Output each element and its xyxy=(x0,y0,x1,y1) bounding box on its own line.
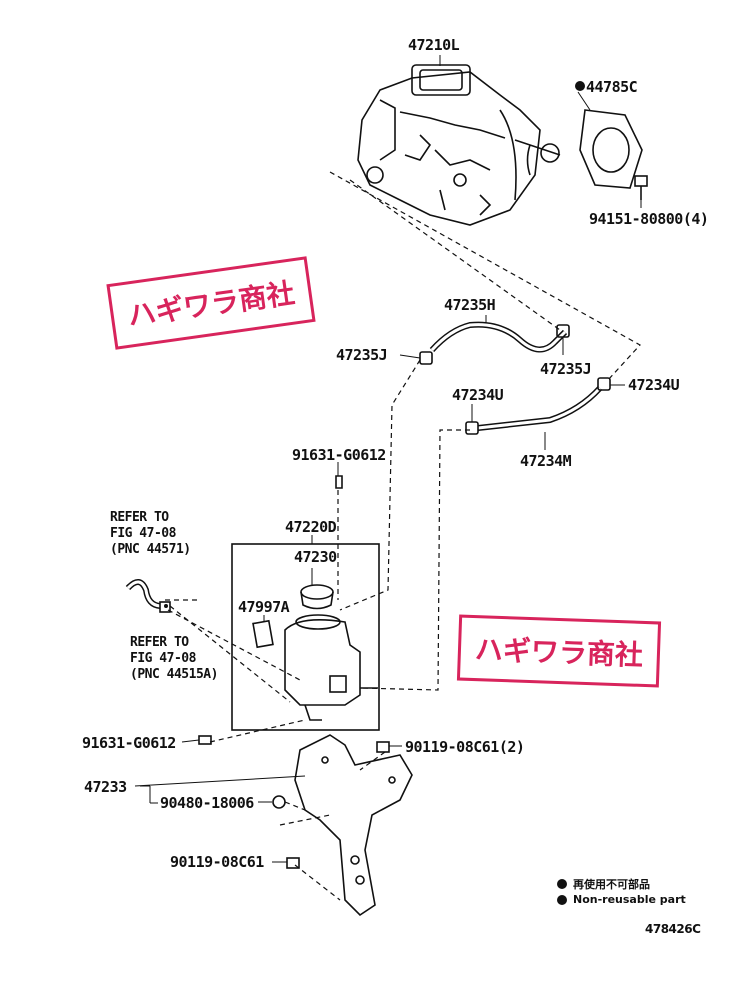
refer-note-1-line2: FIG 47-08 xyxy=(110,526,176,541)
label-47210L: 47210L xyxy=(408,36,460,54)
refer-note-2-line1: REFER TO xyxy=(130,635,189,650)
booster-bolt xyxy=(634,175,648,200)
label-47233: 47233 xyxy=(84,778,127,796)
non-reusable-marker-icon xyxy=(557,879,567,889)
label-94151: 94151-80800(4) xyxy=(589,210,709,228)
legend-en-text: Non-reusable part xyxy=(573,893,686,906)
refer-note-1-line1: REFER TO xyxy=(110,510,169,525)
company-stamp-bottom: ハギワラ商社 xyxy=(456,614,662,688)
label-47235J-right: 47235J xyxy=(540,360,592,378)
label-90119-2: 90119-08C61(2) xyxy=(405,738,525,756)
label-47220D: 47220D xyxy=(285,518,337,536)
legend-jp: 再使用不可部品 xyxy=(557,876,650,892)
label-47230: 47230 xyxy=(294,548,337,566)
refer-note-2: REFER TO FIG 47-08 (PNC 44515A) xyxy=(130,635,218,683)
label-91631-top: 91631-G0612 xyxy=(292,446,386,464)
label-47235H: 47235H xyxy=(444,296,496,314)
label-91631-bottom: 91631-G0612 xyxy=(82,734,176,752)
gasket xyxy=(579,109,643,189)
label-47997A: 47997A xyxy=(238,598,290,616)
figure-id: 478426C xyxy=(645,922,701,936)
label-47234U-right: 47234U xyxy=(628,376,680,394)
refer-note-1: REFER TO FIG 47-08 (PNC 44571) xyxy=(110,510,191,558)
label-47235J-left: 47235J xyxy=(336,346,388,364)
non-reusable-marker-icon xyxy=(557,894,567,905)
refer-note-2-line2: FIG 47-08 xyxy=(130,651,196,666)
label-47234M: 47234M xyxy=(520,452,572,470)
legend-en: Non-reusable part xyxy=(557,893,686,906)
refer-note-1-line3: (PNC 44571) xyxy=(110,542,191,557)
label-90480: 90480-18006 xyxy=(160,794,254,812)
brake-booster-assembly xyxy=(357,64,561,226)
label-44785C: 44785C xyxy=(586,78,638,96)
label-90119: 90119-08C61 xyxy=(170,853,264,871)
refer-note-2-line3: (PNC 44515A) xyxy=(130,667,218,682)
legend-jp-text: 再使用不可部品 xyxy=(573,878,650,891)
label-47234U-mid: 47234U xyxy=(452,386,504,404)
